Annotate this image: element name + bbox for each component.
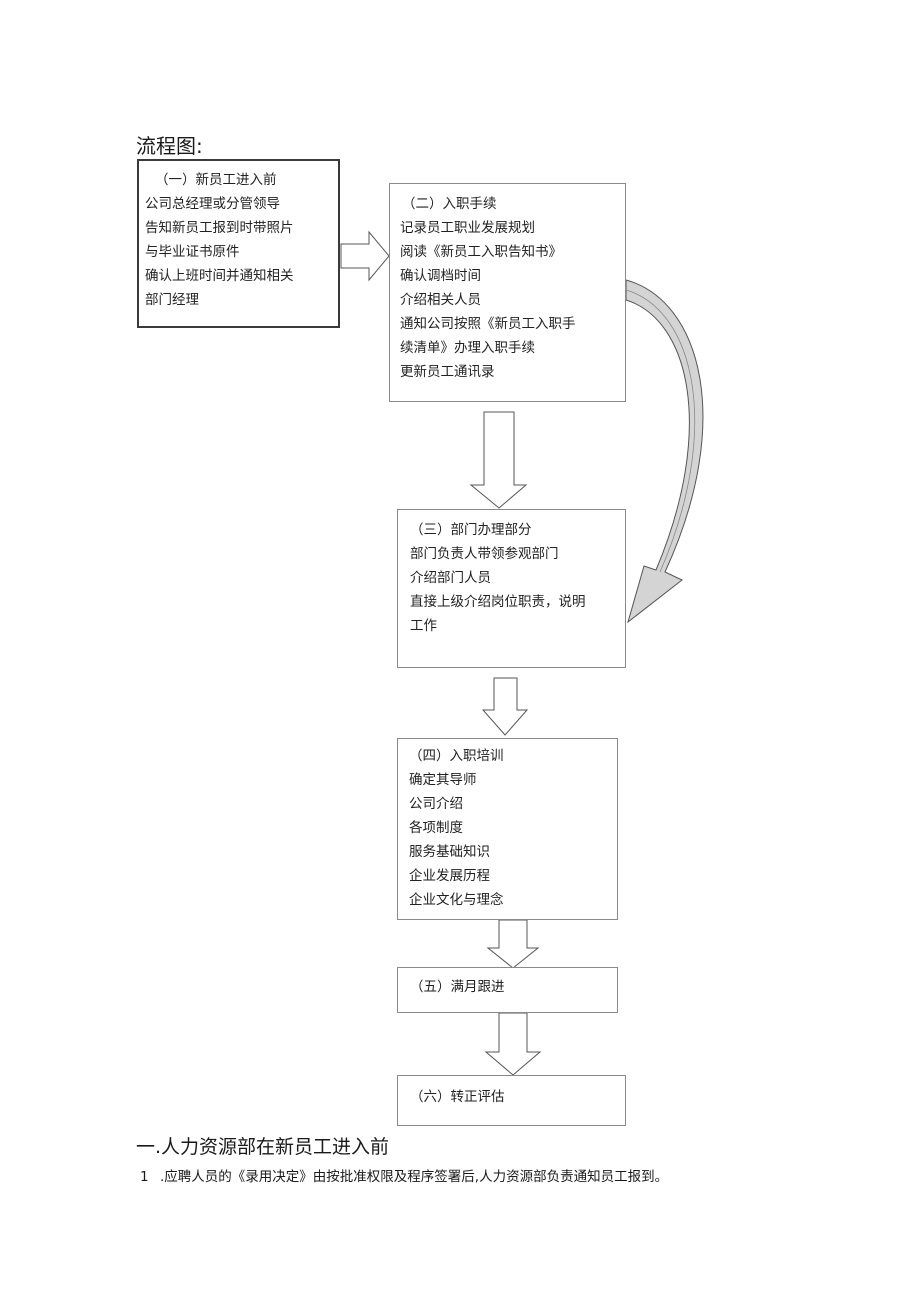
step-line: （五）满月跟进 (410, 979, 505, 995)
step-line: 与毕业证书原件 (145, 244, 240, 260)
step-line: 记录员工职业发展规划 (400, 220, 535, 236)
section-heading: 一.人力资源部在新员工进入前 (136, 1136, 390, 1158)
page-title: 流程图: (136, 134, 203, 158)
arrow-right-1-2 (340, 230, 390, 282)
step-line: 企业文化与理念 (409, 892, 504, 908)
step-line: 确认上班时间并通知相关 (145, 268, 294, 284)
flow-step-4: （四）入职培训 确定其导师 公司介绍 各项制度 服务基础知识 企业发展历程 企业… (397, 738, 618, 920)
step-line: 确认调档时间 (400, 268, 481, 284)
step-line: 公司介绍 (409, 796, 463, 812)
step-line: （四）入职培训 (409, 748, 504, 764)
step-line: 服务基础知识 (409, 844, 490, 860)
step-line: 直接上级介绍岗位职责，说明 (410, 594, 586, 610)
step-line: 续清单》办理入职手续 (400, 340, 535, 356)
flow-step-3: （三）部门办理部分 部门负责人带领参观部门 介绍部门人员 直接上级介绍岗位职责，… (397, 509, 626, 668)
arrow-down-2-3 (469, 411, 528, 509)
step-line: （三）部门办理部分 (410, 522, 532, 538)
flow-step-5: （五）满月跟进 (397, 967, 618, 1013)
item-text: .应聘人员的《录用决定》由按批准权限及程序签署后,人力资源部负责通知员工报到。 (160, 1169, 669, 1185)
step-line: 企业发展历程 (409, 868, 490, 884)
step-line: 通知公司按照《新员工入职手 (400, 316, 576, 332)
step-line: 阅读《新员工入职告知书》 (400, 244, 562, 260)
step-line: 部门经理 (145, 292, 199, 308)
flow-step-1: （一）新员工进入前 公司总经理或分管领导 告知新员工报到时带照片 与毕业证书原件… (137, 159, 340, 328)
step-line: 工作 (410, 618, 437, 634)
arrow-down-5-6 (484, 1012, 542, 1076)
step-line: （一）新员工进入前 (155, 172, 277, 188)
arrow-down-4-5 (486, 919, 540, 969)
step-line: 介绍相关人员 (400, 292, 481, 308)
step-line: （六）转正评估 (410, 1089, 505, 1105)
step-line: 部门负责人带领参观部门 (410, 546, 559, 562)
arrow-down-3-4 (481, 677, 529, 736)
step-line: 介绍部门人员 (410, 570, 491, 586)
step-line: （二）入职手续 (402, 196, 497, 212)
step-line: 更新员工通讯录 (400, 364, 495, 380)
step-line: 各项制度 (409, 820, 463, 836)
flow-step-6: （六）转正评估 (397, 1075, 626, 1126)
item-number: 1 (140, 1169, 149, 1185)
step-line: 确定其导师 (409, 772, 477, 788)
curved-arrow-2-3-inner (625, 289, 696, 573)
section-item-1: 1 .应聘人员的《录用决定》由按批准权限及程序签署后,人力资源部负责通知员工报到。 (140, 1165, 668, 1185)
curved-arrow-2-3 (625, 279, 704, 624)
step-line: 告知新员工报到时带照片 (145, 220, 294, 236)
flow-step-2: （二）入职手续 记录员工职业发展规划 阅读《新员工入职告知书》 确认调档时间 介… (389, 183, 626, 402)
step-line: 公司总经理或分管领导 (145, 196, 280, 212)
